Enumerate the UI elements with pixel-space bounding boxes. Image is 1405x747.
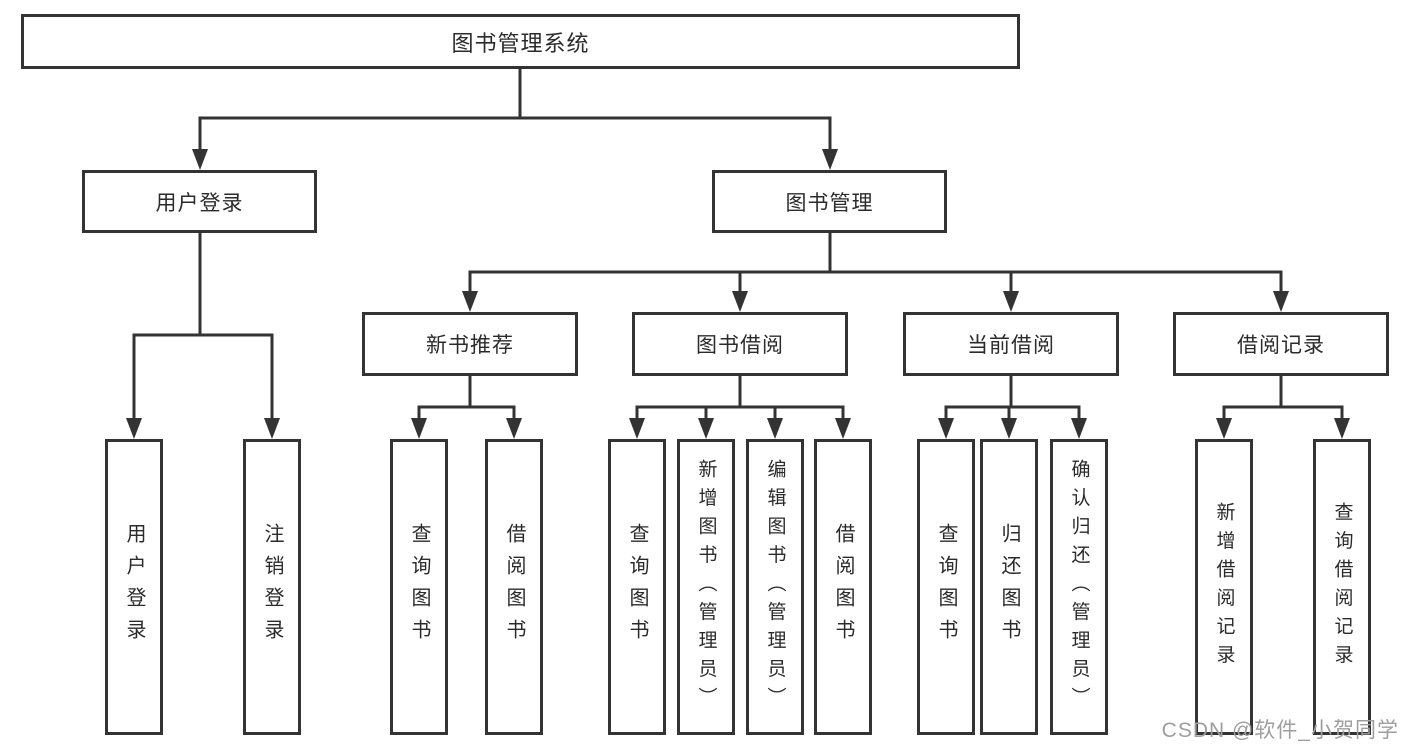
node-user-login: 用户登录 bbox=[82, 170, 317, 233]
watermark: CSDN @软件_小贺同学 bbox=[1161, 719, 1399, 742]
leaf-query-books-borrowing: 查询图书 bbox=[608, 439, 666, 735]
leaf-add-books-admin: 新增图书（管理员） bbox=[677, 439, 735, 735]
node-book-management: 图书管理 bbox=[712, 170, 947, 233]
leaf-return-books: 归还图书 bbox=[980, 439, 1038, 735]
node-borrowing-records-label: 借阅记录 bbox=[1237, 334, 1325, 357]
leaf-edit-books-admin: 编辑图书（管理员） bbox=[746, 439, 804, 735]
leaf-confirm-return-admin-label: 确认归还（管理员） bbox=[1068, 458, 1090, 716]
leaf-borrow-books-borrowing-label: 借阅图书 bbox=[832, 523, 854, 651]
leaf-query-books-recommend-label: 查询图书 bbox=[408, 523, 430, 651]
leaf-user-login: 用户登录 bbox=[105, 439, 163, 735]
leaf-logout-label: 注销登录 bbox=[261, 523, 283, 651]
leaf-user-login-label: 用户登录 bbox=[123, 523, 145, 651]
leaf-confirm-return-admin: 确认归还（管理员） bbox=[1050, 439, 1108, 735]
leaf-borrow-books-recommend: 借阅图书 bbox=[485, 439, 543, 735]
leaf-add-borrow-record-label: 新增借阅记录 bbox=[1213, 501, 1235, 673]
node-new-book-recommend-label: 新书推荐 bbox=[426, 334, 514, 357]
leaf-borrow-books-recommend-label: 借阅图书 bbox=[503, 523, 525, 651]
node-root-label: 图书管理系统 bbox=[451, 30, 590, 56]
node-book-borrowing-label: 图书借阅 bbox=[696, 334, 784, 357]
node-book-borrowing: 图书借阅 bbox=[632, 312, 848, 376]
node-book-management-label: 图书管理 bbox=[785, 191, 874, 215]
node-user-login-label: 用户登录 bbox=[155, 191, 244, 215]
leaf-logout: 注销登录 bbox=[243, 439, 301, 735]
leaf-query-borrow-record-label: 查询借阅记录 bbox=[1331, 501, 1353, 673]
leaf-query-books-current: 查询图书 bbox=[917, 439, 975, 735]
leaf-query-books-borrowing-label: 查询图书 bbox=[626, 523, 648, 651]
node-current-borrowing: 当前借阅 bbox=[903, 312, 1119, 376]
leaf-add-borrow-record: 新增借阅记录 bbox=[1195, 439, 1253, 735]
leaf-query-books-recommend: 查询图书 bbox=[390, 439, 448, 735]
leaf-borrow-books-borrowing: 借阅图书 bbox=[814, 439, 872, 735]
node-current-borrowing-label: 当前借阅 bbox=[967, 334, 1055, 357]
node-new-book-recommend: 新书推荐 bbox=[362, 312, 578, 376]
node-borrowing-records: 借阅记录 bbox=[1173, 312, 1389, 376]
node-root: 图书管理系统 bbox=[21, 14, 1020, 69]
leaf-add-books-admin-label: 新增图书（管理员） bbox=[695, 458, 717, 716]
leaf-query-borrow-record: 查询借阅记录 bbox=[1313, 439, 1371, 735]
leaf-query-books-current-label: 查询图书 bbox=[935, 523, 957, 651]
leaf-edit-books-admin-label: 编辑图书（管理员） bbox=[764, 458, 786, 716]
leaf-return-books-label: 归还图书 bbox=[998, 523, 1020, 651]
